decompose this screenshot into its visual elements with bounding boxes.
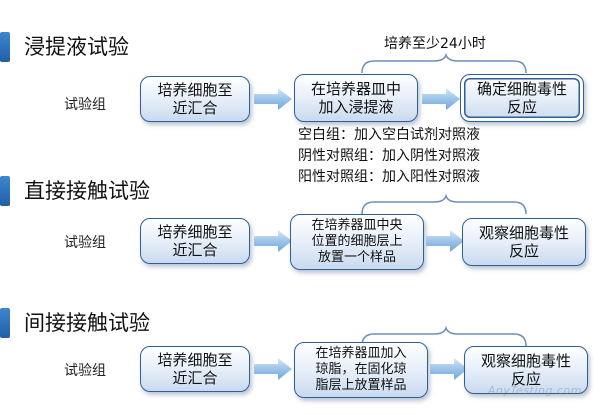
step-text: 在培养器皿中央 位置的细胞层上 放置一个样品 [311, 218, 403, 265]
step-text: 观察细胞毒性 反应 [480, 352, 571, 388]
flow-arrow [430, 358, 468, 380]
step-text: 培养细胞至 近汇合 [157, 351, 233, 387]
step-culture-cells: 培养细胞至 近汇合 [140, 218, 250, 264]
flow-arrow [426, 230, 464, 252]
step-observe-toxicity: 观察细胞毒性 反应 [464, 346, 588, 394]
group-label-direct: 试验组 [64, 235, 106, 251]
flow-arrow [422, 88, 460, 110]
incubation-brace [361, 52, 527, 74]
control-blank: 空白组：加入空白试剂对照液 [298, 127, 480, 143]
step-add-agar-sample: 在培养器皿加入 琼脂，在固化琼 脂层上放置样品 [294, 342, 428, 398]
step-text: 观察细胞毒性 反应 [478, 224, 569, 260]
section-accent-bar [0, 32, 10, 62]
control-positive: 阳性对照组：加入阳性对照液 [298, 169, 480, 185]
flow-arrow [254, 88, 292, 110]
step-text: 确定细胞毒性 反应 [476, 80, 567, 116]
step-culture-cells: 培养细胞至 近汇合 [140, 346, 250, 392]
step-text: 培养细胞至 近汇合 [157, 81, 233, 117]
section-accent-bar [0, 308, 10, 338]
step-text: 在培养器皿加入 琼脂，在固化琼 脂层上放置样品 [315, 346, 407, 393]
incubation-brace [361, 325, 527, 347]
step-text: 培养细胞至 近汇合 [157, 223, 233, 259]
flow-arrow [254, 230, 292, 252]
section-title-extract: 浸提液试验 [24, 35, 129, 59]
section-title-indirect: 间接接触试验 [24, 311, 150, 335]
group-label-extract: 试验组 [64, 97, 106, 113]
step-add-extract: 在培养器皿中 加入浸提液 [294, 74, 418, 122]
watermark: AnyTesting.com [487, 384, 582, 397]
step-determine-toxicity: 确定细胞毒性 反应 [460, 74, 584, 122]
section-title-direct: 直接接触试验 [24, 179, 150, 203]
step-culture-cells: 培养细胞至 近汇合 [140, 76, 250, 122]
group-label-indirect: 试验组 [64, 363, 106, 379]
step-place-sample-center: 在培养器皿中央 位置的细胞层上 放置一个样品 [290, 214, 424, 270]
control-negative: 阴性对照组：加入阴性对照液 [298, 148, 480, 164]
step-observe-toxicity: 观察细胞毒性 反应 [462, 218, 586, 266]
section-accent-bar [0, 176, 10, 206]
flow-arrow [254, 358, 292, 380]
step-text: 在培养器皿中 加入浸提液 [310, 80, 401, 116]
incubation-brace [361, 193, 527, 215]
incubation-note: 培养至少24小时 [384, 36, 486, 52]
